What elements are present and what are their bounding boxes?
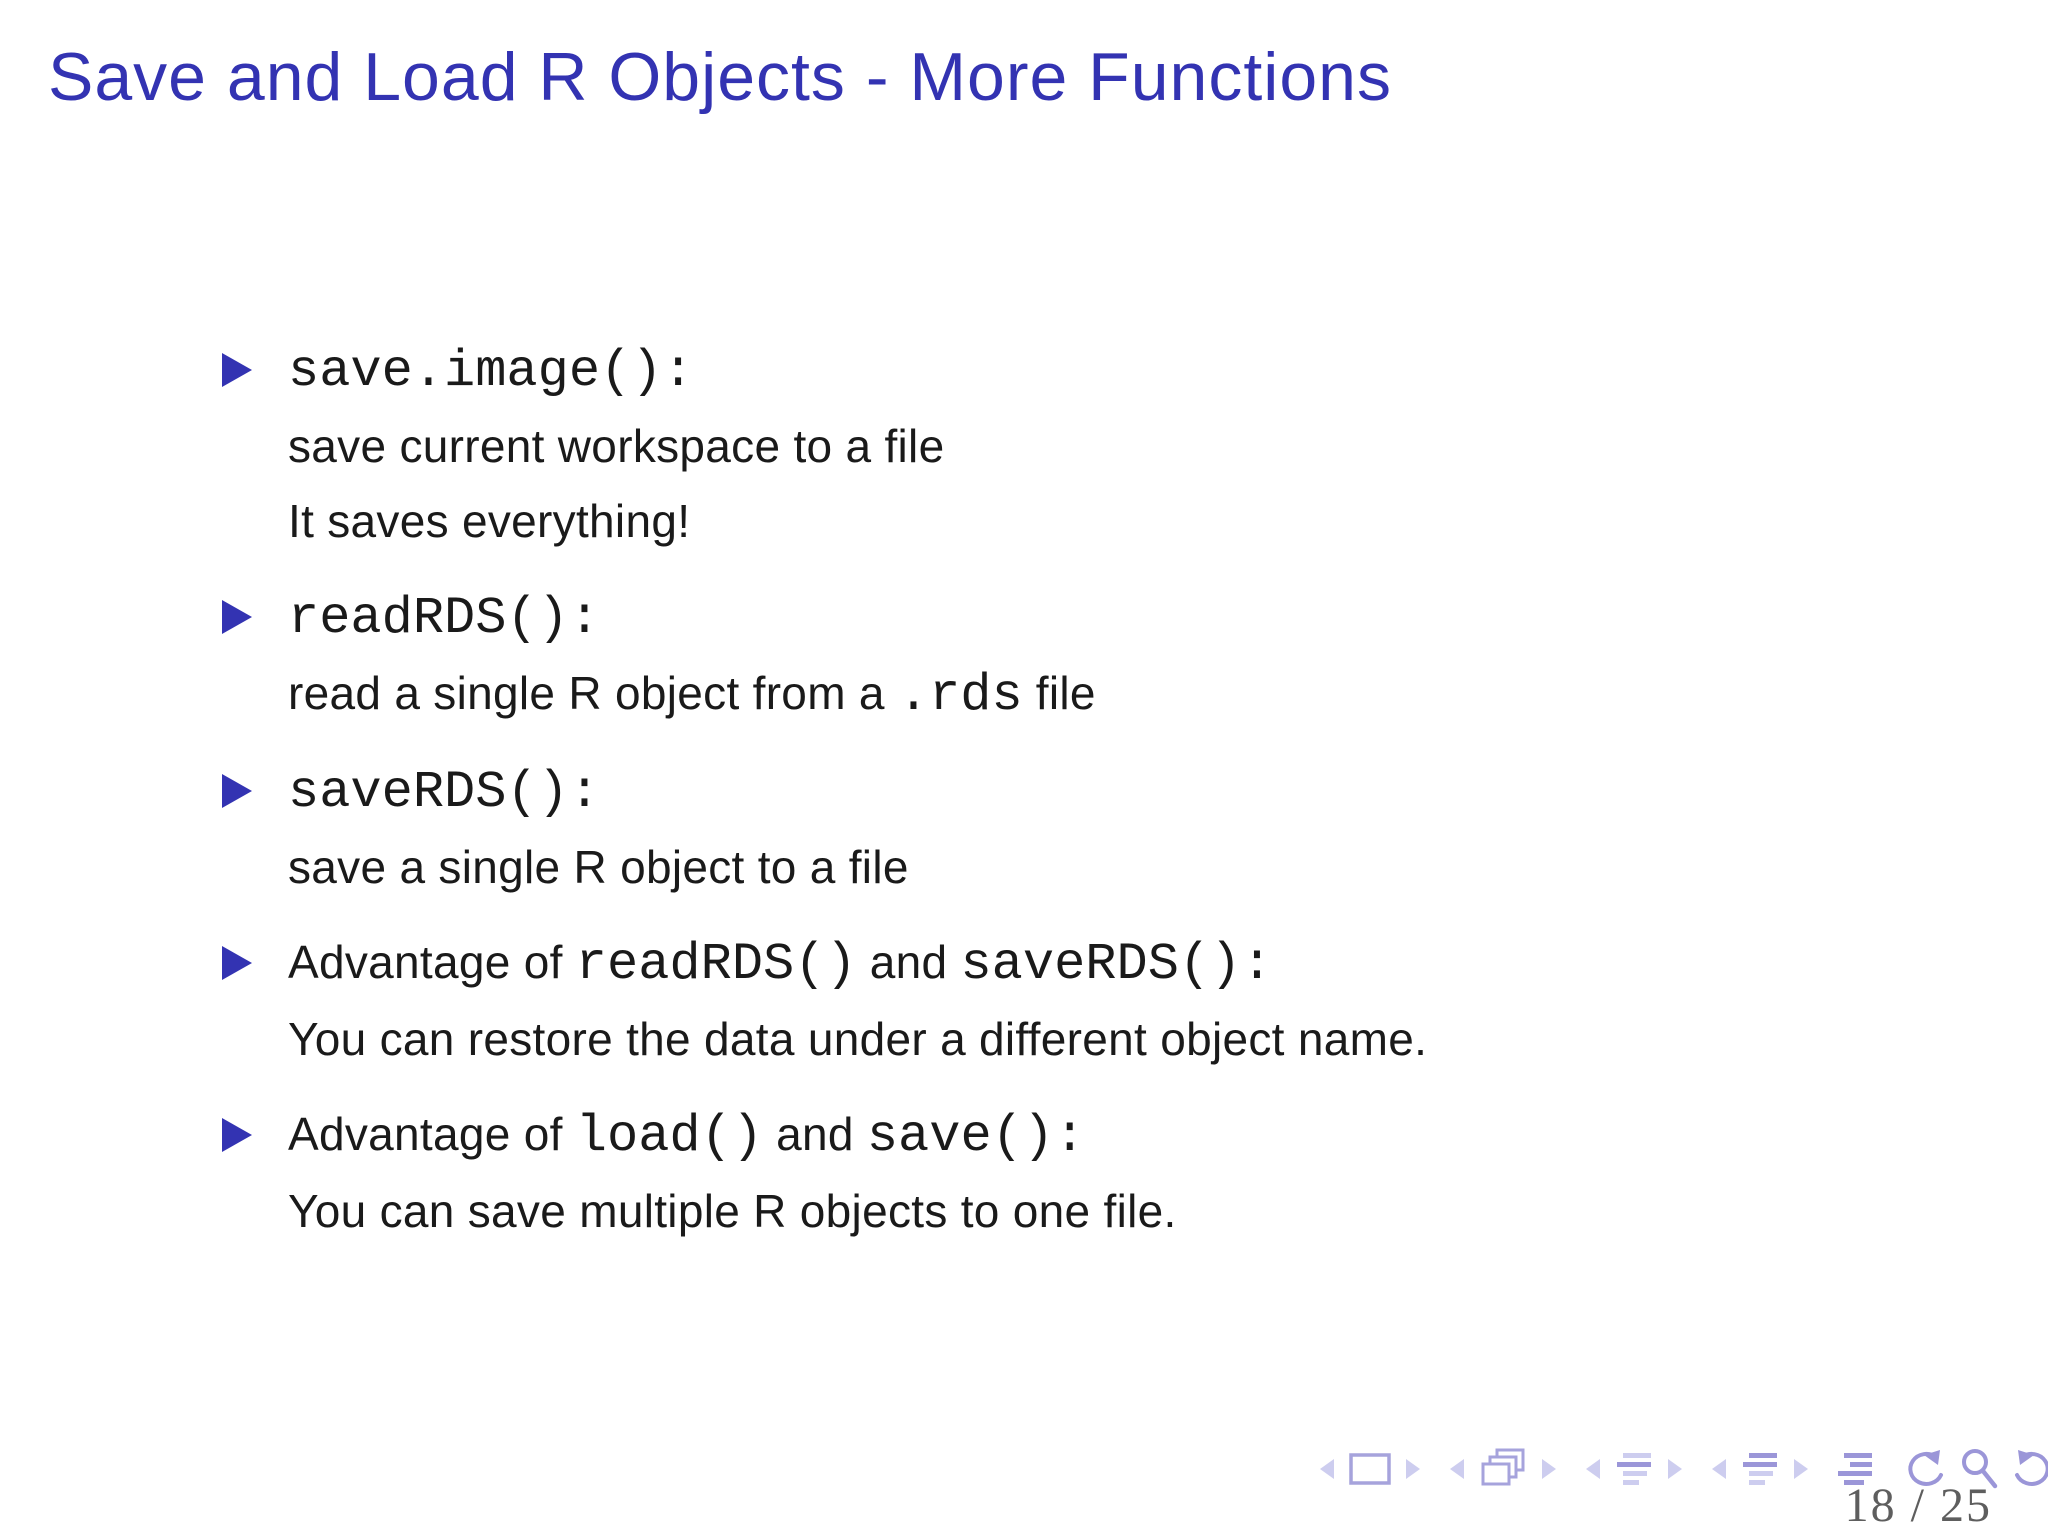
item-desc-line: save current workspace to a file: [288, 409, 2008, 484]
desc-text: It saves everything!: [288, 495, 691, 547]
item-mixed-line: Advantage of load() and save():: [222, 1097, 2008, 1174]
desc-text: read a single R object from a: [288, 667, 898, 719]
bullet-triangle-icon: [222, 774, 252, 808]
desc-text: save a single R object to a file: [288, 841, 909, 893]
item-desc-line: You can restore the data under a differe…: [288, 1002, 2008, 1077]
back-history-icon[interactable]: [1900, 1448, 1946, 1490]
item-desc-line: You can save multiple R objects to one f…: [288, 1174, 2008, 1249]
section-nav-group: [1710, 1451, 1810, 1487]
code-text: saveRDS():: [288, 763, 601, 822]
list-item: save.image(): save current workspace to …: [222, 332, 2008, 559]
desc-text: Advantage of: [288, 1108, 576, 1160]
code-text: load(): [575, 1107, 764, 1166]
item-code-line: save.image():: [222, 332, 2008, 409]
item-code-line: saveRDS():: [222, 753, 2008, 830]
forward-history-icon[interactable]: [2012, 1448, 2048, 1490]
bullet-triangle-icon: [222, 946, 252, 980]
bullet-list: save.image(): save current workspace to …: [222, 332, 2008, 1249]
next-frame-arrow-icon[interactable]: [1540, 1457, 1558, 1481]
section-outline-icon[interactable]: [1741, 1451, 1779, 1487]
desc-text: and: [763, 1108, 867, 1160]
next-slide-arrow-icon[interactable]: [1404, 1457, 1422, 1481]
page-number: 18 / 25: [1844, 1479, 1992, 1532]
code-text: readRDS(): [575, 935, 857, 994]
desc-text: You can restore the data under a differe…: [288, 1013, 1428, 1065]
bullet-triangle-icon: [222, 353, 252, 387]
slide-nav-group: [1318, 1453, 1422, 1485]
code-text: .rds: [897, 666, 1023, 725]
prev-slide-arrow-icon[interactable]: [1318, 1457, 1336, 1481]
list-item: readRDS(): read a single R object from a…: [222, 579, 2008, 733]
code-text: saveRDS():: [960, 935, 1273, 994]
appendix-outline-icon[interactable]: [1836, 1451, 1874, 1487]
list-item: Advantage of readRDS() and saveRDS(): Yo…: [222, 925, 2008, 1077]
slide-frame-icon[interactable]: [1349, 1453, 1391, 1485]
search-icon[interactable]: [1959, 1448, 1999, 1490]
frames-stack-icon[interactable]: [1479, 1448, 1527, 1490]
desc-text: save current workspace to a file: [288, 420, 945, 472]
frame-nav-group: [1448, 1448, 1558, 1490]
desc-text: and: [856, 936, 961, 988]
item-mixed-line: Advantage of readRDS() and saveRDS():: [222, 925, 2008, 1002]
subsection-outline-icon[interactable]: [1615, 1451, 1653, 1487]
next-section-arrow-icon[interactable]: [1792, 1457, 1810, 1481]
bullet-triangle-icon: [222, 600, 252, 634]
next-subsection-arrow-icon[interactable]: [1666, 1457, 1684, 1481]
prev-subsection-arrow-icon[interactable]: [1584, 1457, 1602, 1481]
desc-text: file: [1022, 667, 1096, 719]
list-item: saveRDS(): save a single R object to a f…: [222, 753, 2008, 905]
desc-text: You can save multiple R objects to one f…: [288, 1185, 1177, 1237]
appendix-nav-group: [1836, 1451, 1874, 1487]
code-text: save():: [866, 1107, 1086, 1166]
item-desc-line: It saves everything!: [288, 484, 2008, 559]
beamer-navigation-bar: [1318, 1448, 2048, 1490]
bullet-triangle-icon: [222, 1118, 252, 1152]
item-code-line: readRDS():: [222, 579, 2008, 656]
item-desc-line: save a single R object to a file: [288, 830, 2008, 905]
code-text: save.image():: [288, 342, 694, 401]
prev-section-arrow-icon[interactable]: [1710, 1457, 1728, 1481]
subsection-nav-group: [1584, 1451, 1684, 1487]
list-item: Advantage of load() and save(): You can …: [222, 1097, 2008, 1249]
code-text: readRDS():: [288, 589, 601, 648]
desc-text: Advantage of: [288, 936, 576, 988]
slide-title: Save and Load R Objects - More Functions: [48, 39, 1392, 115]
prev-frame-arrow-icon[interactable]: [1448, 1457, 1466, 1481]
history-search-group: [1900, 1448, 2048, 1490]
item-desc-line: read a single R object from a .rds file: [288, 656, 2008, 733]
